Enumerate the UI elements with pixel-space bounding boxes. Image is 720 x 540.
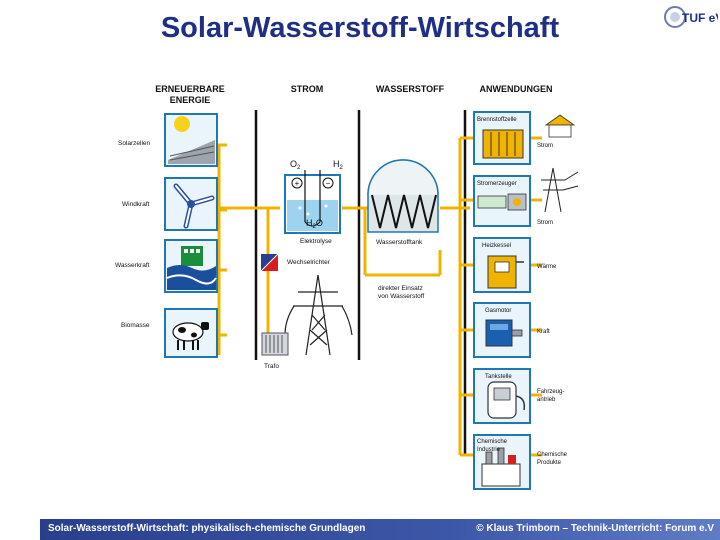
app-gas-engine bbox=[473, 302, 531, 358]
label-chemical-industry-2: Industrie bbox=[477, 447, 501, 453]
label-transformer: Trafo bbox=[264, 363, 279, 370]
house-power-icon bbox=[544, 114, 576, 138]
source-biomass bbox=[164, 308, 218, 358]
header-applications: ANWENDUNGEN bbox=[480, 84, 553, 94]
column-separators bbox=[254, 110, 467, 455]
app-fuel-station bbox=[473, 368, 531, 424]
h2-label: H2 bbox=[333, 159, 344, 171]
energy-lines bbox=[217, 136, 542, 457]
page-title: Solar-Wasserstoff-Wirtschaft bbox=[160, 12, 560, 44]
electrolysis-cell: + − bbox=[284, 170, 341, 234]
label-inverter: Wechselrichter bbox=[287, 259, 331, 266]
anode-icon bbox=[291, 177, 303, 189]
label-output-power-1: Strom bbox=[537, 143, 553, 149]
transformer bbox=[261, 332, 289, 356]
footer-right-text: © Klaus Trimborn – Technik-Unterricht: F… bbox=[476, 523, 714, 534]
label-boiler: Heizkessel bbox=[482, 243, 511, 249]
sun-icon bbox=[174, 116, 190, 132]
minus-sign: − bbox=[326, 179, 331, 188]
label-output-vehicle-1: Fahrzeug- bbox=[537, 389, 564, 395]
label-chemical-industry-1: Chemische bbox=[477, 439, 508, 445]
label-output-chemical-2: Produkte bbox=[537, 460, 562, 466]
power-pylon-small-icon bbox=[541, 167, 579, 213]
label-output-force: Kraft bbox=[537, 329, 550, 335]
footer-left-text: Solar-Wasserstoff-Wirtschaft: physikalis… bbox=[48, 523, 366, 534]
label-gas-engine: Gasmotor bbox=[485, 308, 511, 314]
label-biomass: Biomasse bbox=[121, 322, 150, 329]
hydrogen-tank bbox=[367, 159, 439, 233]
source-wind-power bbox=[164, 177, 218, 231]
label-hydro-power: Wasserkraft bbox=[115, 262, 150, 269]
label-fuel-cell: Brennstoffzelle bbox=[477, 117, 517, 123]
label-wind-power: Windkraft bbox=[122, 201, 150, 208]
h2o-label: H2O bbox=[306, 218, 323, 230]
source-solar-cells bbox=[164, 113, 218, 167]
label-electrolysis: Elektrolyse bbox=[300, 238, 332, 245]
label-output-chemical-1: Chemische bbox=[537, 452, 568, 458]
cathode-icon bbox=[322, 177, 334, 189]
label-hydrogen-tank: Wasserstofftank bbox=[376, 239, 423, 246]
header-hydrogen: WASSERSTOFF bbox=[376, 84, 445, 94]
source-hydro-power bbox=[164, 239, 218, 293]
inverter bbox=[260, 253, 279, 272]
power-pylon-icon bbox=[284, 274, 353, 356]
header-power: STROM bbox=[291, 84, 324, 94]
cow-icon bbox=[172, 322, 209, 350]
plus-sign: + bbox=[295, 179, 300, 188]
label-output-heat: Wärme bbox=[537, 264, 557, 270]
header-renewable-1: ERNEUERBARE bbox=[155, 84, 225, 94]
app-fuel-cell bbox=[473, 111, 531, 165]
header-renewable-2: ENERGIE bbox=[170, 95, 211, 105]
app-generator bbox=[473, 175, 531, 227]
tuf-logo: TUF eV bbox=[664, 6, 718, 28]
label-direct-use-2: von Wasserstoff bbox=[378, 293, 424, 300]
label-output-power-2: Strom bbox=[537, 220, 553, 226]
label-fuel-station: Tankstelle bbox=[485, 374, 512, 380]
o2-label: O2 bbox=[290, 159, 301, 171]
logo-text: TUF eV bbox=[682, 11, 718, 25]
app-chemical-industry bbox=[473, 434, 531, 490]
label-solar-cells: Solarzellen bbox=[118, 140, 151, 147]
label-generator: Stromerzeuger bbox=[477, 181, 517, 187]
app-boiler bbox=[473, 237, 531, 293]
label-output-vehicle-2: antrieb bbox=[537, 397, 556, 403]
footer-bar: Solar-Wasserstoff-Wirtschaft: physikalis… bbox=[40, 519, 720, 540]
label-direct-use-1: direkter Einsatz bbox=[378, 285, 423, 292]
